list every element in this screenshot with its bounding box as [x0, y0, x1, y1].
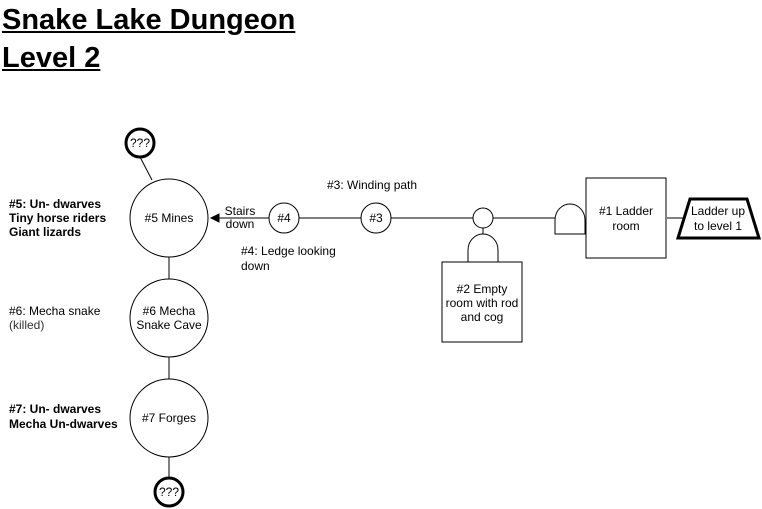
- room-2-label-line-3: and cog: [461, 310, 504, 324]
- room-3-note: #3: Winding path: [327, 178, 417, 192]
- room-4: [268, 202, 300, 234]
- room-1-label-line-1: #1 Ladder: [599, 204, 653, 218]
- stairs-label-line-1: Stairs: [225, 204, 256, 218]
- room-6-note-line-2: (killed): [9, 318, 44, 332]
- room-6-label-line-2: Snake Cave: [136, 318, 202, 332]
- unknown-node-bottom: [153, 476, 185, 508]
- room-5-note-line-3: Giant lizards: [9, 225, 81, 239]
- room-5-label: #5 Mines: [145, 211, 194, 225]
- room-2-label-line-2: room with rod: [446, 296, 519, 310]
- room-4-label: #4: [277, 211, 291, 225]
- room-1-label-line-2: room: [612, 219, 639, 233]
- room-6-label-line-1: #6 Mecha: [143, 304, 196, 318]
- room-3: [360, 202, 392, 234]
- stairs-arrow-head: [209, 213, 220, 223]
- room-2-empty-room: [441, 261, 523, 343]
- room-4-note-line-2: down: [241, 259, 270, 273]
- stairs-label-line-2: down: [226, 217, 255, 231]
- room-5-note-line-2: Tiny horse riders: [9, 211, 106, 225]
- door-to-room-1: [554, 203, 586, 235]
- junction-node: [472, 207, 494, 229]
- room-6-mecha-snake-cave: [129, 278, 209, 358]
- room-1-ladder-room: [585, 177, 667, 259]
- exit-label-line-1: Ladder up: [691, 204, 745, 218]
- edge-unknown-top-to-room5: [139, 156, 153, 181]
- room-2-label-line-1: #2 Empty: [457, 282, 508, 296]
- exit-ladder-up: [675, 197, 762, 240]
- title-line-1: Snake Lake Dungeon: [2, 4, 296, 36]
- title-line-2: Level 2: [2, 42, 101, 74]
- room-7-forges: [129, 378, 209, 458]
- unknown-node-top: [124, 127, 156, 159]
- unknown-bottom-label: ???: [159, 485, 179, 499]
- room-6-note-line-1: #6: Mecha snake: [9, 304, 101, 318]
- room-7-note-line-1: #7: Un- dwarves: [9, 402, 101, 416]
- room-5-mines: [129, 178, 209, 258]
- room-4-note-line-1: #4: Ledge looking: [241, 244, 336, 258]
- exit-label-line-2: to level 1: [694, 219, 742, 233]
- room-3-label: #3: [369, 211, 383, 225]
- door-to-room-2: [467, 233, 499, 263]
- room-7-note-line-2: Mecha Un-dwarves: [9, 417, 118, 431]
- room-5-note-line-1: #5: Un- dwarves: [9, 197, 101, 211]
- unknown-top-label: ???: [130, 136, 150, 150]
- room-7-label: #7 Forges: [142, 411, 196, 425]
